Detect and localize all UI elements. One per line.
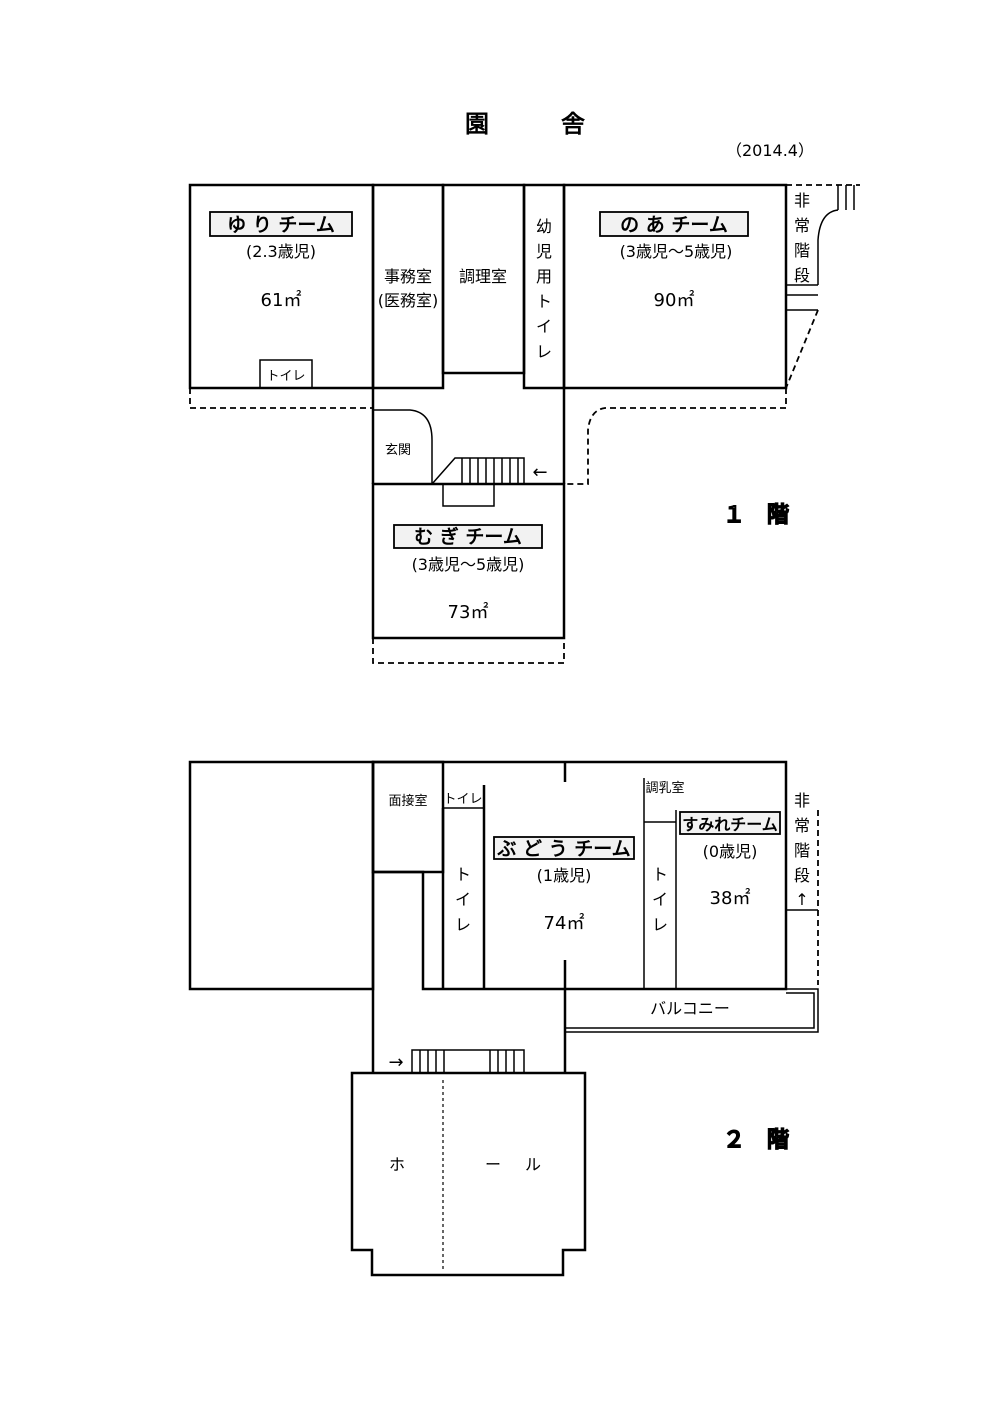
floor-1: トイレ ゆ り チーム (2.3歳児) 61㎡ 事務室 (医務室) 調理室 幼 … — [188, 183, 860, 664]
interview-label: 面接室 — [388, 793, 427, 809]
sumire-team-name: すみれチーム — [682, 815, 778, 834]
milk-room-label: 調乳室 — [645, 780, 684, 796]
noa-room — [562, 183, 788, 390]
floor-2: 面接室 トイレ ト イ レ ぶ ど う チーム (1歳児) 74㎡ 調乳室 ト … — [188, 760, 819, 1277]
yuri-age: (2.3歳児) — [246, 242, 316, 261]
floor-2-label: ２ 階 — [723, 1128, 789, 1153]
svg-text:ト: ト — [536, 292, 552, 311]
hall-label-2: ー — [485, 1155, 501, 1174]
emergency-arrow-2f: ↑ — [795, 890, 808, 909]
noa-area: 90㎡ — [654, 289, 695, 311]
svg-text:イ: イ — [536, 317, 552, 336]
right-toilet-label: ト イ レ — [652, 865, 668, 934]
page-title: 園 舎 — [465, 110, 586, 138]
kitchen-label: 調理室 — [459, 267, 507, 286]
svg-text:児: 児 — [536, 242, 552, 261]
stair-arrow-1f: ← — [532, 462, 547, 483]
hall-label-1: ホ — [389, 1155, 405, 1174]
floor-1-label: １ 階 — [723, 503, 789, 528]
svg-text:段: 段 — [794, 866, 810, 885]
yuri-team-name: ゆ り チーム — [227, 214, 335, 236]
svg-text:常: 常 — [794, 216, 810, 235]
office-sub-label: (医務室) — [378, 291, 439, 310]
svg-text:レ: レ — [652, 915, 668, 934]
svg-text:常: 常 — [794, 816, 810, 835]
svg-text:用: 用 — [536, 267, 552, 286]
svg-text:階: 階 — [794, 841, 810, 860]
office-label: 事務室 — [384, 267, 432, 286]
hall-label-3: ル — [525, 1155, 541, 1174]
noa-team-name: の あ チーム — [620, 214, 728, 236]
svg-text:レ: レ — [536, 342, 552, 361]
svg-text:幼: 幼 — [536, 217, 552, 236]
svg-text:階: 階 — [794, 241, 810, 260]
mugi-area: 73㎡ — [448, 601, 489, 623]
noa-age: (3歳児～5歳児) — [620, 242, 733, 261]
budou-age: (1歳児) — [537, 866, 592, 885]
svg-text:イ: イ — [455, 890, 471, 909]
svg-text:非: 非 — [794, 191, 810, 210]
svg-text:段: 段 — [794, 266, 810, 285]
stair-1f — [431, 457, 525, 507]
balcony-label: バルコニー — [650, 999, 730, 1018]
svg-text:イ: イ — [652, 890, 668, 909]
interview-room — [371, 760, 445, 874]
svg-text:ト: ト — [455, 865, 471, 884]
budou-area: 74㎡ — [544, 912, 585, 934]
svg-text:レ: レ — [455, 915, 471, 934]
sumire-area: 38㎡ — [710, 887, 751, 909]
yuri-area: 61㎡ — [261, 289, 302, 311]
left-block — [188, 760, 375, 991]
left-toilet-label: ト イ レ — [455, 865, 471, 934]
stair-arrow-2f: → — [388, 1052, 403, 1073]
hall-room — [350, 1071, 587, 1277]
stair-2f — [411, 1049, 525, 1074]
emergency-stairs-2f: 非 常 階 段 ↑ — [786, 791, 819, 985]
small-toilet-label: トイレ — [443, 792, 482, 807]
kids-toilet-label: 幼 児 用 ト イ レ — [536, 217, 552, 361]
emergency-stairs-1f: 非 常 階 段 — [785, 184, 860, 389]
office-room — [371, 183, 445, 390]
entrance-label: 玄関 — [385, 443, 411, 458]
svg-text:非: 非 — [794, 791, 810, 810]
sumire-age: (0歳児) — [703, 842, 758, 861]
date-label: （2014.4） — [726, 141, 814, 160]
yuri-toilet-label: トイレ — [266, 369, 305, 384]
mugi-age: (3歳児～5歳児) — [412, 555, 525, 574]
svg-text:ト: ト — [652, 865, 668, 884]
budou-team-name: ぶ ど う チーム — [496, 838, 630, 860]
mugi-team-name: む ぎ チーム — [414, 525, 522, 548]
